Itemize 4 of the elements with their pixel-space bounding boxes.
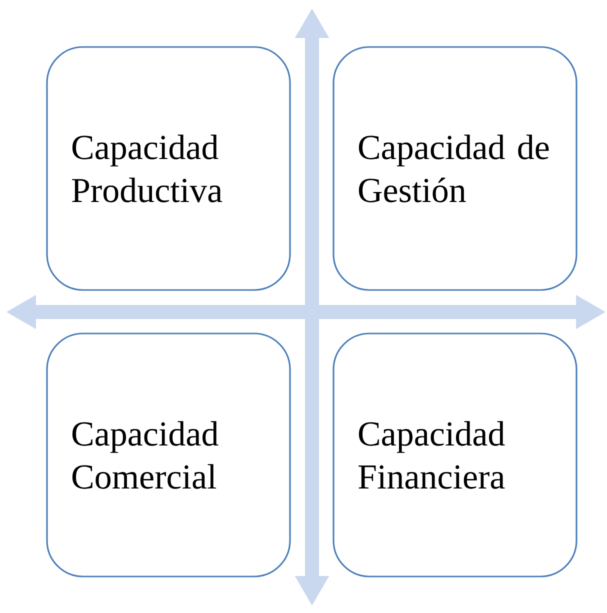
rounded-box: Capacidad Financiera: [332, 332, 578, 578]
rounded-box: Capacidad de Gestión: [332, 46, 578, 291]
rounded-box: Capacidad Comercial: [46, 332, 291, 578]
rounded-box: Capacidad Productiva: [46, 46, 291, 291]
